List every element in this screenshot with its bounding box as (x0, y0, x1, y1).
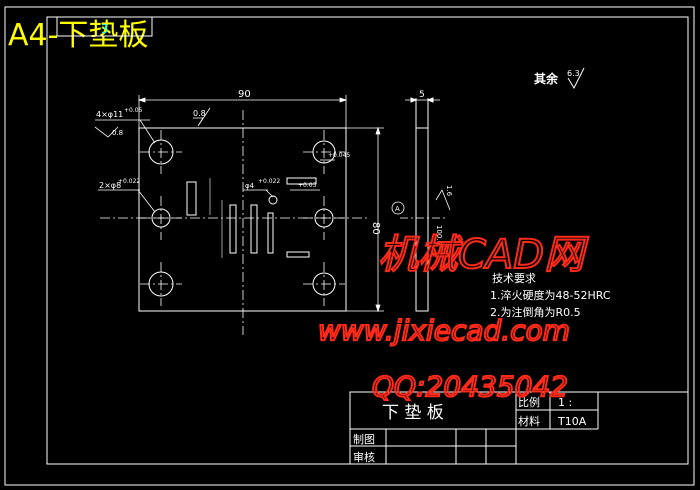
dim-width-label: 90 (238, 89, 251, 100)
roughness-top-label: 0.8 (193, 109, 206, 118)
tech-req-1: 1.淬火硬度为48-52HRC (490, 288, 611, 302)
outer-frame (4, 6, 695, 486)
surface-rest-label: 其余 (534, 71, 559, 86)
side-outline (415, 127, 429, 312)
hole-top-left (148, 139, 174, 165)
draw-label: 制图 (353, 433, 375, 446)
hole-2-label: 2×φ8 (99, 181, 121, 190)
watermark-url: www.jixiecad.com (318, 314, 570, 347)
plate-outline (138, 127, 347, 312)
dim-height (346, 126, 384, 313)
surface-rest-symbol (567, 67, 585, 90)
pin-hole-right (314, 208, 334, 228)
datum-label: A (395, 205, 400, 213)
plate-view (100, 110, 370, 335)
inner-frame (46, 16, 689, 465)
hole-2-tol: +0.022 (118, 178, 140, 185)
slot-a (229, 204, 237, 254)
hole-4-label: 4×φ11 (96, 110, 123, 119)
tech-req-2: 2.为注倒角为R0.5 (490, 305, 581, 319)
center-hole-label: φ4 (245, 182, 255, 190)
slot-tol: +0.03 (298, 182, 317, 189)
watermark-qq: QQ:20435042 (372, 370, 568, 403)
hole-top-right (312, 140, 336, 164)
hole-4-tol: +0.05 (124, 107, 143, 114)
hole-bottom-left (148, 271, 174, 297)
dim-height-label: 80 (370, 222, 381, 235)
top-right-tol: +0.045 (328, 152, 350, 159)
part-name: 下 垫 板 (382, 403, 444, 423)
leader-hole-2 (98, 189, 156, 213)
material-value: T10A (557, 415, 587, 428)
slot-b (250, 204, 258, 254)
slot-d (286, 251, 310, 258)
side-view (400, 97, 451, 312)
center-tol: +0.022 (258, 178, 280, 185)
side-dim-label: 1.6 (445, 185, 453, 197)
center-hole (268, 195, 278, 205)
slot-top-right (286, 177, 317, 185)
sheet-tag: 3 (101, 22, 109, 36)
pin-hole-left (151, 208, 171, 228)
scale-label: 比例 (518, 395, 540, 409)
dim-width (137, 95, 348, 128)
scale-value: 1 : (558, 396, 572, 409)
surface-rest-value: 6.3 (567, 69, 580, 78)
leader-hole-4 (94, 119, 156, 144)
slot-c (267, 212, 274, 254)
sheet-tag-box (56, 16, 153, 37)
leader-center (243, 189, 274, 198)
tech-heading: 技术要求 (492, 272, 536, 285)
hole-bottom-right (312, 272, 336, 296)
slot-left (186, 181, 197, 216)
hole-4-rough: 0.8 (112, 129, 123, 137)
dim-small-vertical (209, 178, 223, 258)
dim-thickness-label: 5 (419, 90, 425, 100)
check-label: 审核 (353, 450, 375, 464)
datum-circle (391, 201, 405, 215)
watermark-name: 机械CAD网 (378, 232, 589, 278)
material-label: 材料 (518, 414, 540, 428)
title-block (349, 391, 689, 465)
roughness-top-symbol (193, 107, 211, 127)
side-right-label: 100.0 (435, 225, 443, 245)
